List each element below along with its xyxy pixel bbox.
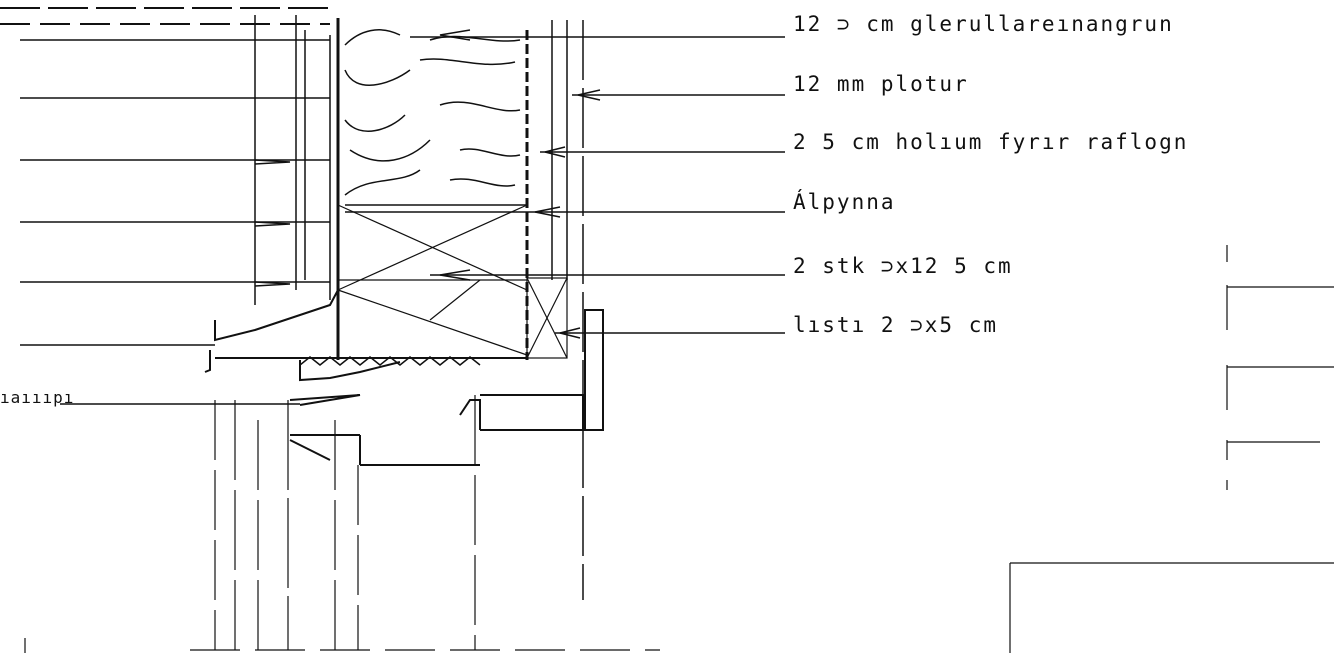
- top-dashed-boundary: [0, 7, 330, 25]
- label-glass-wool-insulation: 12 ⊃ cm glerullareınangrun: [793, 12, 1174, 36]
- insulation-hatching: [344, 29, 527, 206]
- label-ventilation-cavity: 2 5 cm holıum fyrır raflogn: [793, 130, 1189, 154]
- left-leader-lines: [20, 39, 330, 346]
- right-elevation-fragments: [1009, 245, 1334, 653]
- sill-flashing: [204, 289, 604, 466]
- label-batten: lıstı 2 ⊃x5 cm: [793, 313, 999, 337]
- label-studs: 2 stk ⊃x12 5 cm: [793, 254, 1013, 278]
- frame-verticals: [254, 15, 584, 600]
- timber-bracing: [337, 204, 568, 359]
- right-label-leaders: [345, 29, 785, 339]
- dimension-verticals: [24, 395, 660, 653]
- label-aluminium-foil: Álpynna: [793, 190, 896, 214]
- label-left-cut: ıaıııpı: [0, 388, 75, 407]
- label-plates: 12 mm plotur: [793, 72, 969, 96]
